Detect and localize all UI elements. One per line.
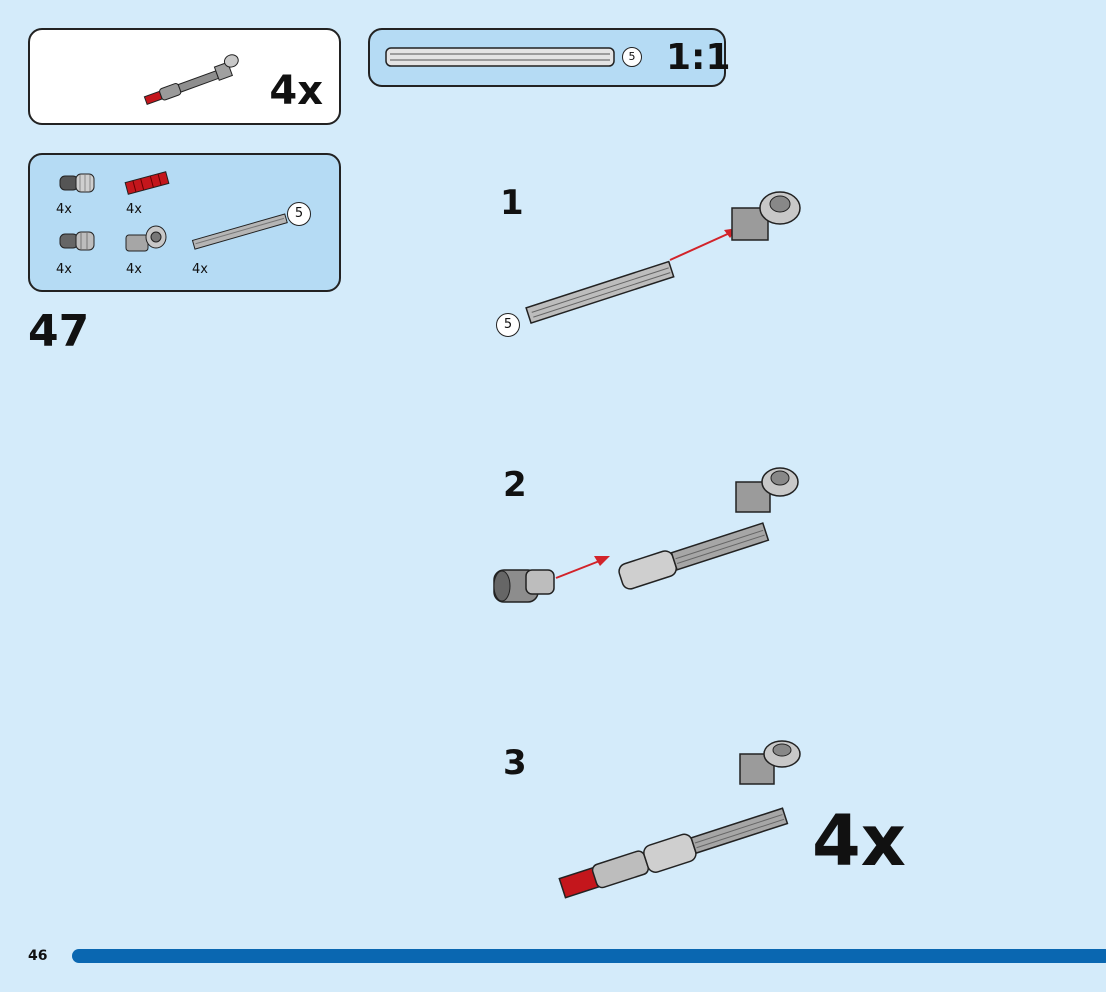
- axle-5-icon: [191, 213, 288, 250]
- step-number: 2: [503, 465, 527, 505]
- submodel-callout: 4x: [28, 28, 341, 125]
- pin-with-friction-icon: [59, 173, 95, 193]
- step-1-illustration: [525, 191, 801, 325]
- step-number: 1: [500, 183, 524, 223]
- axle-pin-connector-icon: [125, 225, 167, 252]
- scale-length-label: 5: [622, 47, 642, 67]
- scale-guide: 5 1:1: [368, 28, 731, 87]
- submodel-multiplier: 4x: [269, 68, 323, 114]
- footer-accent-bar: [72, 949, 1106, 963]
- part-length-label: 5: [287, 202, 311, 226]
- submodel-assembly-icon: [143, 54, 239, 106]
- part-qty: 4x: [56, 262, 72, 277]
- pin-connector-icon: [59, 231, 95, 251]
- part-qty: 4x: [126, 202, 142, 217]
- step-1-length-label: 5: [496, 313, 520, 337]
- parts-list: 4x 4x 4x 4x 5 4x: [28, 153, 341, 292]
- step-2-illustration: [493, 467, 799, 603]
- step-counter: 47: [28, 306, 90, 357]
- axle-scale-icon: [385, 47, 615, 67]
- part-qty: 4x: [192, 262, 208, 277]
- page-number: 46: [28, 948, 48, 964]
- scale-ratio: 1:1: [666, 37, 731, 78]
- part-qty: 4x: [126, 262, 142, 277]
- step-3-illustration: [558, 740, 801, 899]
- red-axle-connector-icon: [124, 171, 170, 195]
- step-number: 3: [503, 743, 527, 783]
- step-3-multiplier: 4x: [812, 800, 906, 882]
- part-qty: 4x: [56, 202, 72, 217]
